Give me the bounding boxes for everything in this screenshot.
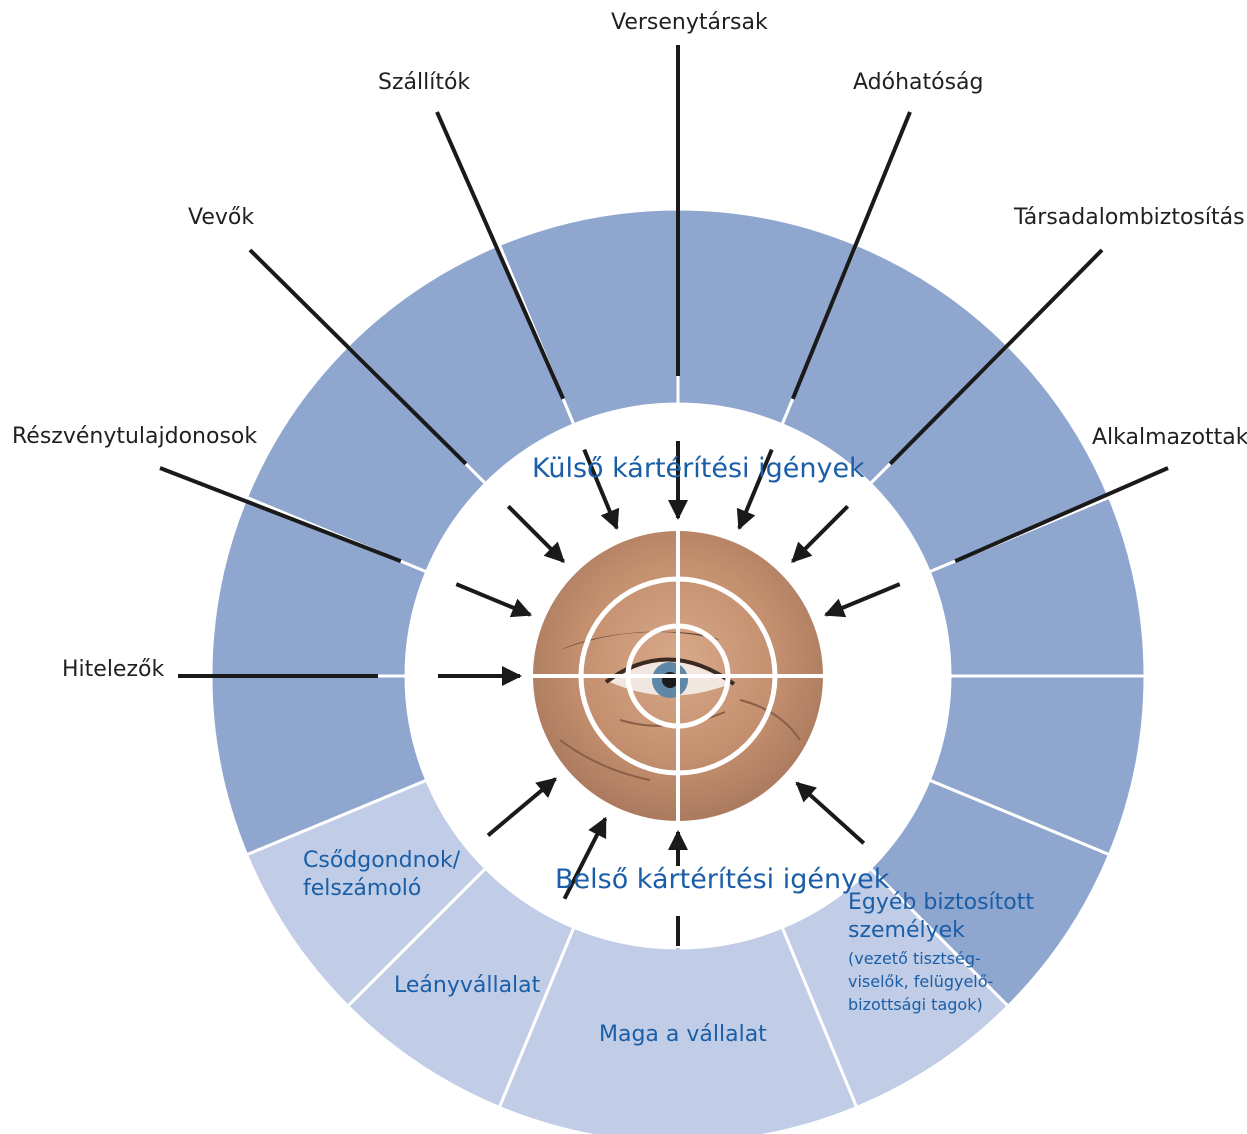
label-reszvenytulajdonosok: Részvénytulajdonosok [12,424,258,449]
leader-vevok-arrow [506,504,565,563]
leader-reszvenytulajdonosok [159,466,402,564]
label-szallitok: Szállítók [378,70,471,95]
leader-alkalmazottak [954,466,1169,564]
label-csodgondnok-line2: felszámoló [303,876,422,901]
label-vevok: Vevők [188,205,255,230]
label-maga-a-vallalat: Maga a vállalat [599,1022,767,1047]
crosshair-icon [530,528,826,824]
label-csodgondnok-line1: Csődgondnok/ [303,848,461,873]
leader-tarsadalombiztositas-arrow [791,504,850,563]
leader-vevok [248,248,468,466]
label-egyeb-line2: személyek [848,918,965,943]
sector-maga-a-vallalat-right [676,925,859,1134]
title-external-claims: Külső kártérítési igények [532,453,865,484]
label-egyeb-detail2: viselők, felügyelő- [848,972,994,991]
label-leanyvallalat: Leányvállalat [394,973,541,998]
leader-szallitok [435,111,566,400]
label-egyeb-line1: Egyéb biztosított [848,890,1035,915]
label-hitelezok: Hitelezők [62,657,165,682]
label-egyeb-detail3: bizottsági tagok) [848,995,983,1014]
leader-szallitok-arrow [582,448,620,531]
leader-alkalmazottak-arrow [823,582,901,618]
leader-reszvenytulajdonosok-arrow [455,582,533,618]
claim-arrows [159,45,1169,946]
arrow-leanyvallalat [562,816,608,900]
label-alkalmazottak: Alkalmazottak [1092,425,1247,450]
label-tarsadalombiztositas: Társadalombiztosítás [1014,205,1245,230]
arrow-csodgondnok [486,777,557,837]
arrow-egyeb [795,781,866,845]
leader-adohatosag-arrow [736,448,774,531]
leader-tarsadalombiztositas [888,248,1104,466]
label-adohatosag: Adóhatóság [853,70,984,95]
label-egyeb-detail1: (vezető tisztség- [848,949,981,968]
title-internal-claims: Belső kártérítési igények [555,864,890,895]
label-versenytarsak: Versenytársak [611,10,768,35]
leader-adohatosag [790,111,912,400]
